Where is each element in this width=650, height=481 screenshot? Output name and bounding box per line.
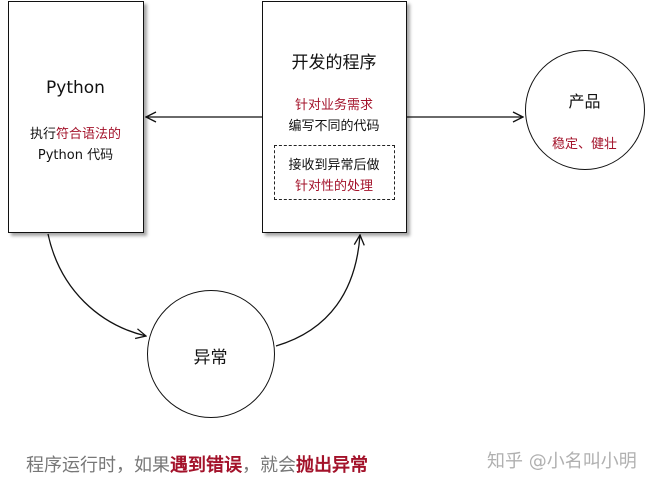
python-box-desc-line2: Python 代码 <box>37 148 114 163</box>
program-box: 开发的程序 针对业务需求 编写不同的代码 接收到异常后做 针对性的处理 <box>262 1 407 233</box>
exception-title: 异常 <box>193 348 228 368</box>
arrow-python-to-exception <box>47 233 146 336</box>
python-box-desc-line1: 执行符合语法的 <box>9 123 142 142</box>
program-box-line2: 编写不同的代码 <box>288 119 380 134</box>
product-desc: 稳定、健壮 <box>551 137 617 152</box>
product-title: 产品 <box>568 92 601 111</box>
caption: 程序运行时，如果遇到错误，就会抛出异常 <box>26 451 368 477</box>
python-box-desc-prefix: 执行 <box>29 127 56 142</box>
program-box-line1: 针对业务需求 <box>294 98 373 113</box>
python-box: Python 执行符合语法的 Python 代码 <box>8 1 144 233</box>
exception-circle: 异常 <box>147 290 275 418</box>
exception-handling-line1: 接收到异常后做 <box>288 158 380 173</box>
exception-handling-box: 接收到异常后做 针对性的处理 <box>274 145 395 200</box>
product-circle: 产品 稳定、健壮 <box>525 50 645 170</box>
caption-part2: 遇到错误 <box>170 455 242 476</box>
caption-part1: 程序运行时，如果 <box>26 455 170 476</box>
caption-part3: ，就会 <box>242 455 296 476</box>
python-box-desc-highlight: 符合语法的 <box>56 127 122 142</box>
caption-part4: 抛出异常 <box>296 455 368 476</box>
arrow-exception-to-program <box>275 235 360 347</box>
exception-handling-line2: 针对性的处理 <box>294 179 373 194</box>
program-box-title: 开发的程序 <box>291 53 377 73</box>
watermark: 知乎 @小名叫小明 <box>487 451 637 472</box>
python-box-title: Python <box>46 78 105 98</box>
